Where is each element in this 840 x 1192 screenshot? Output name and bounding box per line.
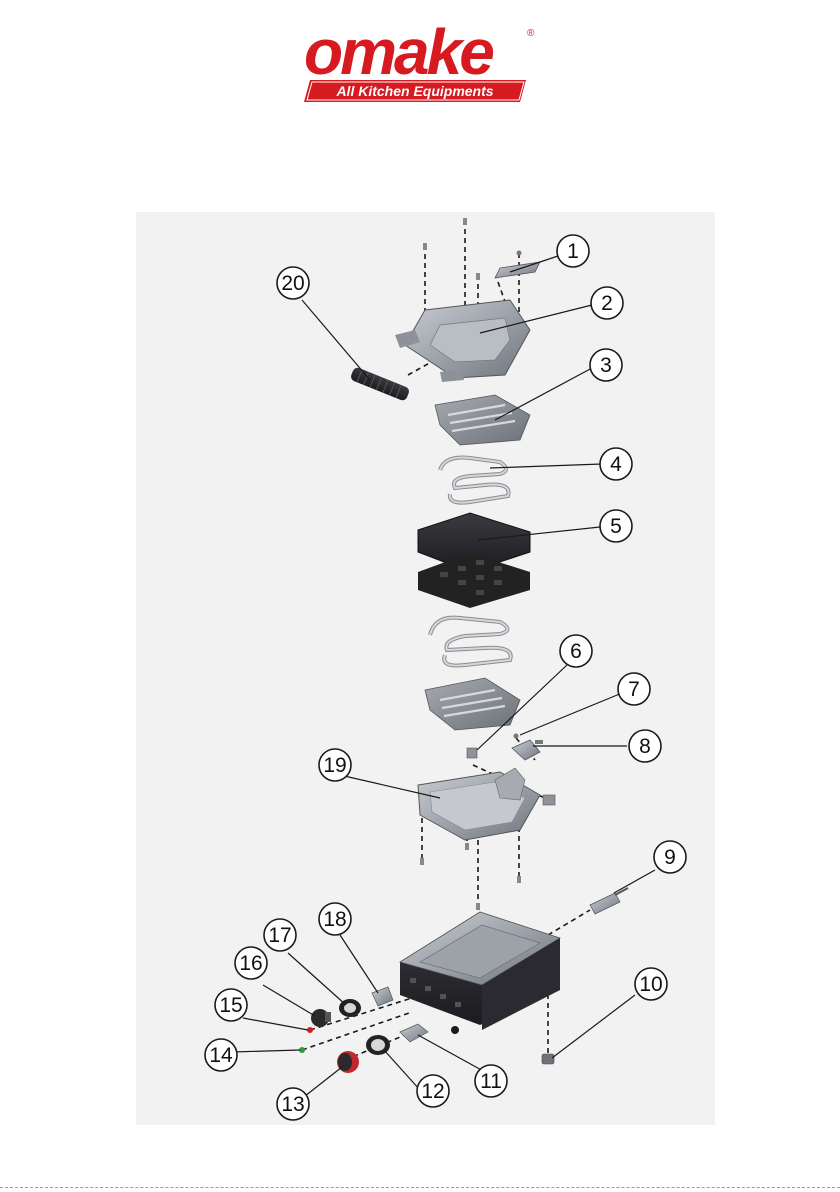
svg-text:5: 5 (610, 515, 622, 538)
callout-1: 1 (557, 235, 589, 267)
svg-text:4: 4 (610, 453, 622, 476)
part-6-bushing (467, 748, 477, 758)
part-2-top-cover (395, 300, 530, 382)
svg-text:16: 16 (239, 952, 262, 975)
callout-12: 12 (417, 1075, 449, 1107)
part-8-hinge (512, 740, 543, 760)
lower-heating-element (430, 618, 511, 666)
callout-19: 19 (319, 749, 351, 781)
callout-18: 18 (319, 903, 351, 935)
svg-text:2: 2 (601, 292, 613, 315)
callout-7: 7 (618, 673, 650, 705)
svg-text:1: 1 (567, 240, 579, 263)
callout-13: 13 (277, 1088, 309, 1120)
svg-text:7: 7 (628, 678, 640, 701)
callout-10: 10 (635, 968, 667, 1000)
svg-text:19: 19 (323, 754, 346, 777)
svg-text:20: 20 (281, 272, 304, 295)
svg-text:18: 18 (323, 908, 346, 931)
svg-text:8: 8 (639, 735, 651, 758)
part-10-foot (542, 1054, 554, 1064)
part-9-cable-gland (590, 888, 628, 914)
part-5-cooking-plates (418, 513, 530, 608)
callout-2: 2 (591, 287, 623, 319)
callout-8: 8 (629, 730, 661, 762)
svg-text:11: 11 (480, 1070, 502, 1093)
part-4-heating-element (440, 458, 509, 503)
part-20-handle (350, 366, 411, 401)
callout-17: 17 (264, 919, 296, 951)
svg-text:17: 17 (268, 924, 291, 947)
svg-text:3: 3 (600, 354, 612, 377)
callout-4: 4 (600, 448, 632, 480)
callout-16: 16 (235, 947, 267, 979)
svg-text:10: 10 (639, 973, 662, 996)
part-18-switch (372, 987, 393, 1006)
callout-5: 5 (600, 510, 632, 542)
part-13-knob (337, 1051, 359, 1073)
part-19-lower-housing (418, 768, 540, 840)
part-3-heat-plate (435, 395, 530, 445)
callout-15: 15 (215, 989, 247, 1021)
svg-text:13: 13 (281, 1093, 304, 1116)
svg-text:9: 9 (664, 846, 676, 869)
hinge-bushing (543, 795, 555, 805)
callout-14: 14 (205, 1039, 237, 1071)
svg-text:14: 14 (209, 1044, 233, 1067)
svg-text:6: 6 (570, 640, 582, 663)
part-7-pin (514, 734, 519, 739)
callout-3: 3 (590, 349, 622, 381)
callout-11: 11 (475, 1065, 507, 1097)
lower-screws (420, 843, 521, 910)
part-11-terminal-block (400, 1024, 428, 1042)
svg-text:15: 15 (219, 994, 242, 1017)
top-screws (423, 218, 480, 280)
svg-text:12: 12 (421, 1080, 444, 1103)
callout-20: 20 (277, 267, 309, 299)
callout-9: 9 (654, 841, 686, 873)
base-unit (400, 912, 560, 1034)
page-bottom-divider (0, 1187, 840, 1188)
callout-6: 6 (560, 635, 592, 667)
